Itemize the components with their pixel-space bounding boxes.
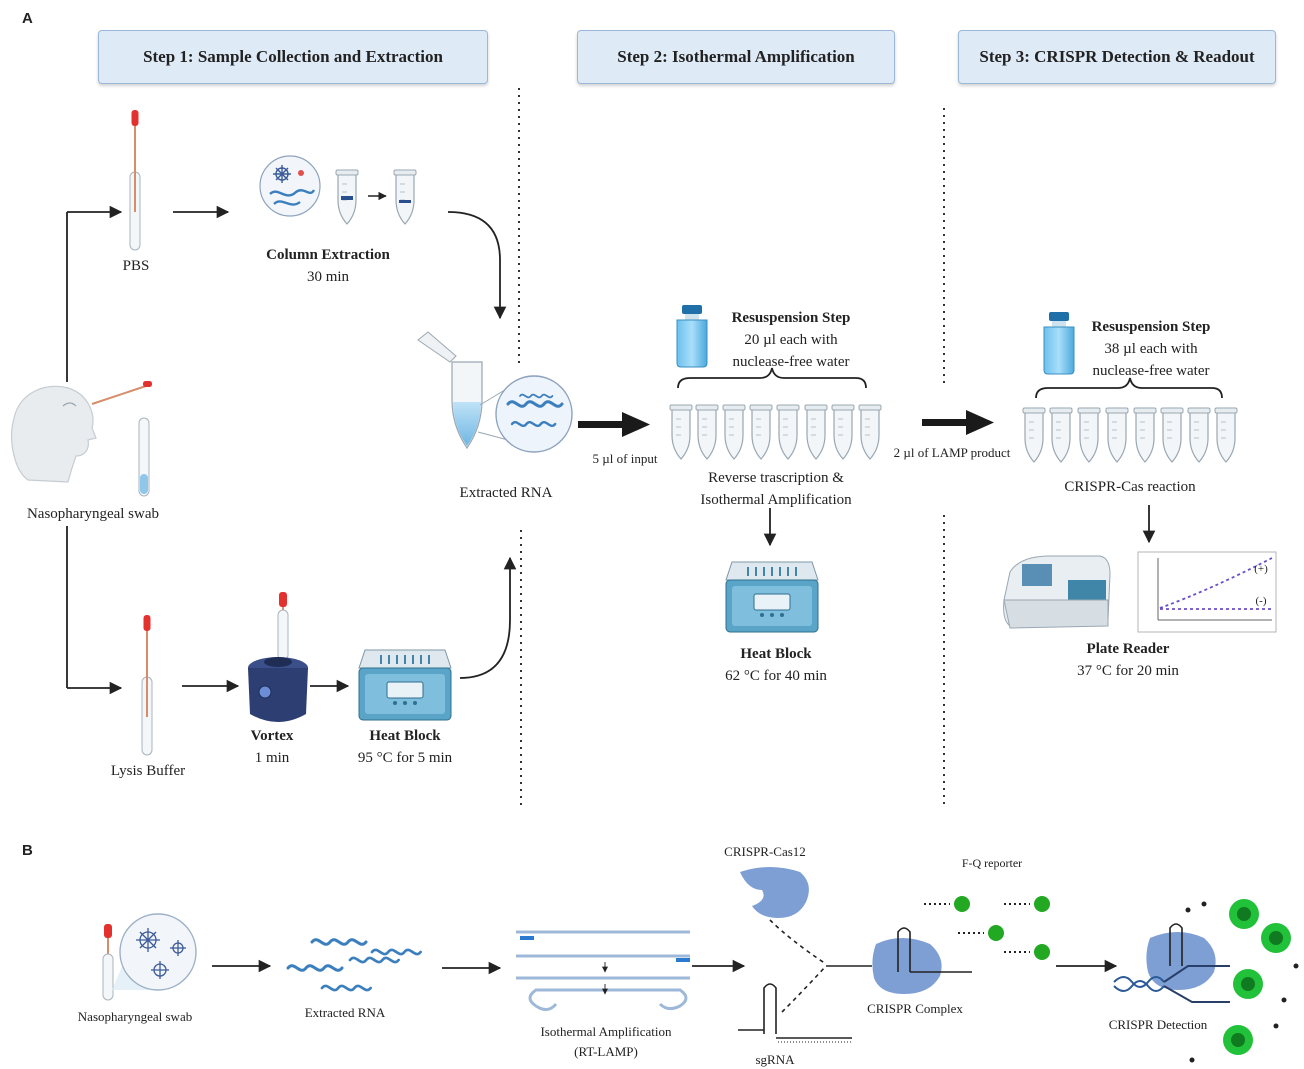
brace-1 bbox=[677, 367, 867, 389]
pbs-label: PBS bbox=[122, 258, 150, 274]
panel-b-label: B bbox=[22, 842, 33, 859]
readout-graph bbox=[1137, 551, 1277, 633]
big-arrow-1 bbox=[578, 412, 650, 437]
step2-header: Step 2: Isothermal Amplification bbox=[577, 30, 895, 84]
b-extracted-rna-label: Extracted RNA bbox=[304, 1005, 386, 1020]
heat-block-1-title: Heat Block bbox=[369, 728, 441, 744]
heat-block-1-icon bbox=[358, 649, 452, 721]
plate-reader-icon bbox=[1003, 555, 1111, 629]
vortex-title: Vortex bbox=[250, 728, 294, 744]
b-nasopharyngeal-swab-label: Nasopharyngeal swab bbox=[77, 1009, 193, 1024]
plate-reader-title: Plate Reader bbox=[1086, 641, 1170, 657]
resuspension-1-title: Resuspension Step bbox=[731, 310, 851, 326]
panel-a-label: A bbox=[22, 10, 33, 27]
brace-2 bbox=[1035, 377, 1223, 399]
heat-block-1-time: 95 °C for 5 min bbox=[357, 750, 453, 766]
resuspension-1-line2: nuclease-free water bbox=[732, 354, 850, 370]
lysis-buffer-label: Lysis Buffer bbox=[110, 763, 186, 779]
divider-lines bbox=[518, 88, 945, 808]
column-extraction-time: 30 min bbox=[306, 269, 350, 285]
b-sgrna-label: sgRNA bbox=[755, 1052, 795, 1067]
pbs-tube bbox=[129, 109, 141, 251]
b-iso-amp-line2: (RT-LAMP) bbox=[574, 1044, 638, 1059]
nasopharyngeal-swab-label: Nasopharyngeal swab bbox=[26, 506, 160, 522]
b-reporter-label: F-Q reporter bbox=[961, 856, 1023, 870]
resuspension-2-line2: nuclease-free water bbox=[1092, 363, 1210, 379]
crispr-reaction-label: CRISPR-Cas reaction bbox=[1064, 479, 1196, 495]
heat-block-2-title: Heat Block bbox=[740, 646, 812, 662]
heat-block-2-time: 62 °C for 40 min bbox=[725, 668, 827, 684]
rt-amp-line2: Isothermal Amplification bbox=[700, 492, 852, 508]
plate-reader-time: 37 °C for 20 min bbox=[1077, 663, 1179, 679]
lysis-buffer-tube bbox=[141, 614, 153, 756]
graph-positive-label: (+) bbox=[1254, 563, 1268, 575]
b-detection-label: CRISPR Detection bbox=[1108, 1017, 1208, 1032]
patient-head-icon bbox=[11, 381, 152, 497]
vortex-time: 1 min bbox=[254, 750, 290, 766]
b-complex-label: CRISPR Complex bbox=[867, 1001, 963, 1016]
b-iso-amp-line1: Isothermal Amplification bbox=[540, 1024, 672, 1039]
pcr-tube-strip-2 bbox=[1022, 407, 1238, 463]
step3-header: Step 3: CRISPR Detection & Readout bbox=[958, 30, 1276, 84]
heat-block-2-icon bbox=[725, 561, 819, 633]
input-volume-label: 5 µl of input bbox=[592, 451, 658, 466]
graph-negative-label: (-) bbox=[1255, 595, 1267, 607]
vortex-icon bbox=[248, 592, 308, 722]
resuspension-2-line1: 38 µl each with bbox=[1104, 341, 1198, 357]
column-extraction-title: Column Extraction bbox=[266, 247, 390, 263]
rt-amp-line1: Reverse trascription & bbox=[708, 470, 844, 486]
b-cas12-label: CRISPR-Cas12 bbox=[724, 844, 806, 859]
pcr-tube-strip-1 bbox=[669, 404, 882, 460]
column-extraction-icon bbox=[259, 155, 417, 225]
big-arrow-2 bbox=[922, 410, 994, 435]
extracted-rna-icon bbox=[417, 331, 573, 453]
extracted-rna-label: Extracted RNA bbox=[459, 485, 553, 501]
panel-b-diagram bbox=[102, 867, 1299, 1063]
lamp-product-label: 2 µl of LAMP product bbox=[893, 445, 1011, 460]
resuspension-2-title: Resuspension Step bbox=[1091, 319, 1211, 335]
step1-header: Step 1: Sample Collection and Extraction bbox=[98, 30, 488, 84]
resuspension-1-line1: 20 µl each with bbox=[744, 332, 838, 348]
